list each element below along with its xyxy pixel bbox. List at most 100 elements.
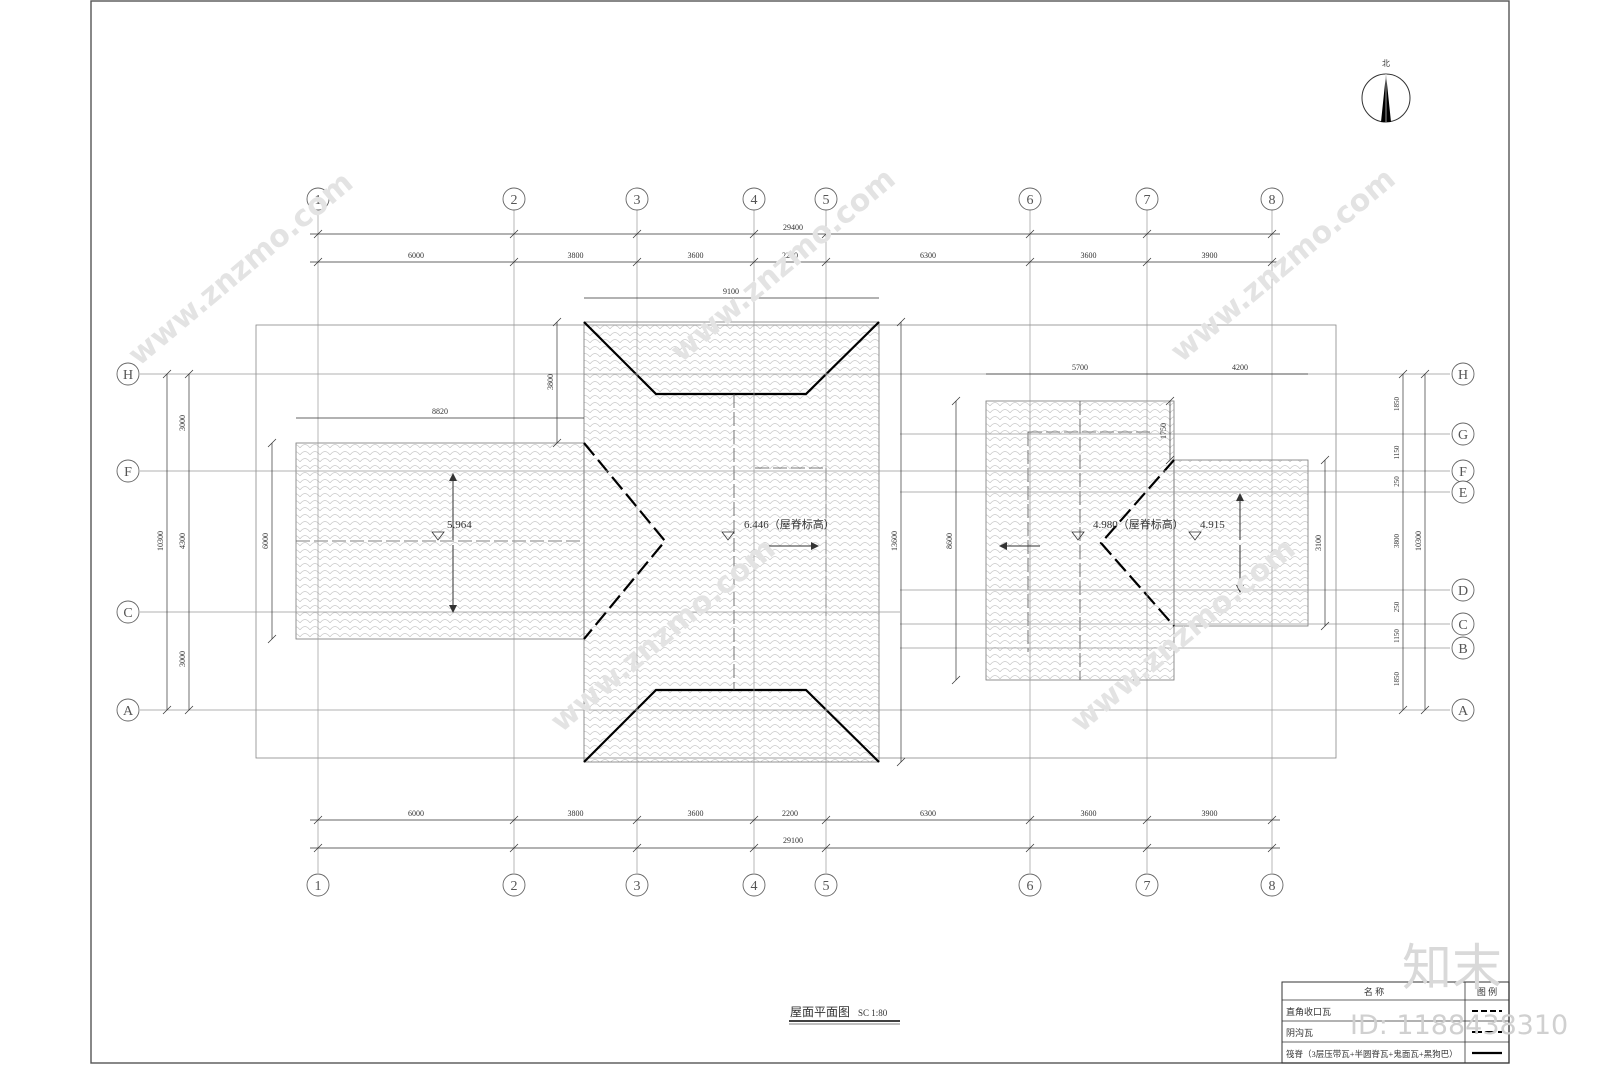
grid-bubble-top-5-label: 5	[823, 193, 830, 208]
dim-bay-top-2: 3800	[568, 251, 584, 260]
dim-total-bottom: 29100	[783, 836, 803, 845]
grid-bubble-left-F: F	[116, 459, 140, 483]
dim-bay-bottom-3: 3600	[688, 809, 704, 818]
dim-right-1750: 1750	[1159, 423, 1168, 439]
grid-row-bubbles-right: H G FE D CB A	[1451, 362, 1475, 722]
dim-left-wing: 6000	[261, 533, 270, 549]
north-arrow-icon: 北	[1361, 59, 1411, 123]
grid-row-bubbles-left: H F C A	[116, 362, 140, 722]
sheet-frame	[90, 0, 1510, 1064]
elevation-left-wing: 5.964	[447, 519, 472, 531]
drawing-title: 屋面平面图	[790, 1005, 850, 1019]
grid-bubble-top-8-label: 8	[1269, 193, 1276, 208]
dim-bay-top-4: 2200	[782, 251, 798, 260]
slope-arrows	[449, 473, 1244, 613]
dim-right-outer: 10300	[1414, 531, 1423, 551]
dim-right-block: 8600	[945, 533, 954, 549]
dim-bay-top-1: 6000	[408, 251, 424, 260]
dim-right-part-4: 3800	[1393, 534, 1401, 549]
grid-bubble-right-G-label: G	[1458, 428, 1468, 443]
grid-bubble-right-F: F	[1451, 459, 1475, 483]
dim-right-part-5: 250	[1393, 601, 1401, 612]
grid-bubble-right-D-label: D	[1458, 584, 1468, 599]
grid-bubble-bottom-2: 2	[502, 873, 526, 897]
dim-left-3800: 3800	[546, 374, 555, 390]
grid-bubble-left-C: C	[116, 600, 140, 624]
roof-tiles	[295, 321, 1309, 763]
grid-bubble-right-H-label: H	[1458, 368, 1468, 383]
dim-right-part-1: 1850	[1393, 397, 1401, 412]
dim-right-part-6: 1150	[1393, 629, 1401, 643]
grid-bubble-top-6-label: 6	[1027, 193, 1034, 208]
dim-right-part-7: 1850	[1393, 672, 1401, 687]
grid-bubble-right-B-label: B	[1458, 642, 1467, 657]
grid-bubble-bottom-6: 6	[1018, 873, 1042, 897]
grid-bubble-top-1: 1	[306, 187, 330, 211]
grid-bubble-bottom-5: 5	[814, 873, 838, 897]
grid-bubble-top-7: 7	[1135, 187, 1159, 211]
grid-bubble-right-A: A	[1451, 698, 1475, 722]
grid-bubble-bottom-2-label: 2	[511, 879, 518, 894]
grid-bubble-top-6: 6	[1018, 187, 1042, 211]
grid-bubble-left-A: A	[116, 698, 140, 722]
elevation-right-wing: 4.915	[1200, 519, 1225, 531]
dim-mid-depth: 13600	[890, 531, 899, 551]
grid-column-bubbles-bottom: 1 2 3 4 5 6 7 8	[306, 873, 1284, 897]
legend-header-name: 名 称	[1364, 986, 1384, 997]
grid-bubble-top-3: 3	[625, 187, 649, 211]
dim-bay-top-6: 3600	[1081, 251, 1097, 260]
grid-bubble-bottom-4-label: 4	[751, 879, 758, 894]
grid-bubble-right-E-label: E	[1459, 486, 1468, 501]
grid-bubble-left-H: H	[116, 362, 140, 386]
dim-left-part-1: 3000	[178, 415, 187, 431]
dimension-lines	[162, 229, 1430, 853]
watermark-url-1: www.znzmo.com	[122, 165, 360, 373]
grid-bubble-left-A-label: A	[123, 704, 134, 719]
grid-bubble-bottom-5-label: 5	[823, 879, 830, 894]
grid-bubble-left-F-label: F	[124, 465, 132, 480]
grid-bubble-bottom-8-label: 8	[1269, 879, 1276, 894]
dim-right-wing: 3100	[1314, 535, 1323, 551]
dim-bay-top-3: 3600	[688, 251, 704, 260]
grid-bubble-right-B: B	[1451, 636, 1475, 660]
grid-lines	[140, 210, 1450, 873]
elevation-right-main: 4.980（屋脊标高）	[1093, 517, 1184, 531]
grid-bubble-top-3-label: 3	[634, 193, 641, 208]
dim-left-part-3: 3000	[178, 651, 187, 667]
dim-right-part-3: 250	[1393, 476, 1401, 487]
grid-bubble-top-8: 8	[1260, 187, 1284, 211]
elevation-markers	[431, 531, 1202, 541]
grid-bubble-bottom-1: 1	[306, 873, 330, 897]
dim-bay-bottom-2: 3800	[568, 809, 584, 818]
grid-bubble-right-E: E	[1451, 480, 1475, 504]
dim-bay-bottom-7: 3900	[1202, 809, 1218, 818]
grid-bubble-bottom-3: 3	[625, 873, 649, 897]
grid-bubble-right-D: D	[1451, 578, 1475, 602]
dim-bay-bottom-4: 2200	[782, 809, 798, 818]
dim-right-right: 4200	[1232, 363, 1248, 372]
dim-left-outer: 10300	[156, 531, 165, 551]
grid-bubble-right-C-label: C	[1458, 618, 1467, 633]
legend-table: 名 称 图 例 直角收口瓦 阴沟瓦 筏脊（3层压带瓦+半圆脊瓦+鬼面瓦+黑狗巴）	[1281, 981, 1510, 1064]
dim-mid-left: 8820	[432, 407, 448, 416]
grid-bubble-top-1-label: 1	[315, 193, 322, 208]
grid-bubble-right-A-label: A	[1458, 704, 1469, 719]
grid-bubble-bottom-7: 7	[1135, 873, 1159, 897]
dim-right-left: 5700	[1072, 363, 1088, 372]
dim-left-part-2: 4300	[178, 533, 187, 549]
grid-bubble-top-7-label: 7	[1144, 193, 1151, 208]
grid-bubble-left-C-label: C	[123, 606, 132, 621]
grid-bubble-right-C: C	[1451, 612, 1475, 636]
grid-bubble-right-F-label: F	[1459, 465, 1467, 480]
watermark-logo: 知末	[1402, 939, 1502, 997]
dim-bay-top-7: 3900	[1202, 251, 1218, 260]
grid-bubble-bottom-3-label: 3	[634, 879, 641, 894]
ridge-lines	[583, 321, 1175, 763]
grid-bubble-bottom-1-label: 1	[315, 879, 322, 894]
grid-bubble-right-H: H	[1451, 362, 1475, 386]
legend-row-2: 阴沟瓦	[1286, 1027, 1313, 1038]
dim-right-part-2: 1150	[1393, 445, 1401, 459]
watermark-id: ID: 1188438310	[1350, 1010, 1568, 1041]
grid-bubble-bottom-7-label: 7	[1144, 879, 1151, 894]
